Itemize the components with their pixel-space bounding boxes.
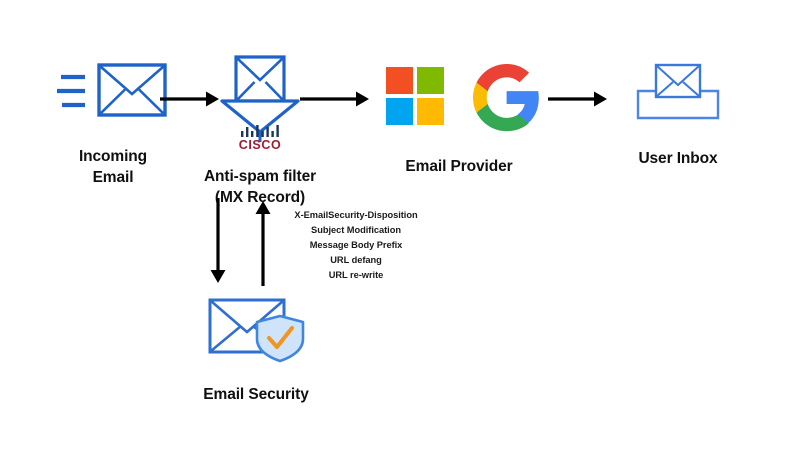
node-antispam-filter: CISCO Anti-spam filter (MX Record): [185, 52, 335, 208]
arrow-provider-to-inbox: [548, 88, 610, 115]
annotation-item: X-EmailSecurity-Disposition: [294, 210, 418, 220]
node-incoming-email: Incoming Email: [28, 58, 198, 188]
node-email-security-label: Email Security: [203, 386, 309, 403]
arrow-filter-to-security: [207, 198, 229, 291]
arrow-filter-to-provider: [300, 88, 372, 115]
inbox-tray-envelope-icon: [630, 58, 726, 129]
arrow-incoming-to-filter: [160, 88, 222, 115]
email-provider-logos: [378, 58, 540, 141]
node-email-security: Email Security: [182, 292, 330, 406]
node-incoming-email-label: Incoming Email: [78, 148, 148, 186]
annotation-item: Subject Modification: [311, 225, 401, 236]
annotation-actions-list: X-EmailSecurity-Disposition Subject Modi…: [285, 208, 427, 283]
shield-shape: [255, 314, 305, 363]
check-icon: [267, 326, 294, 349]
annotation-item: URL defang: [330, 255, 382, 266]
node-email-provider-label: Email Provider: [405, 158, 513, 175]
annotation-item: URL re-write: [328, 270, 384, 281]
google-logo-icon: [473, 64, 539, 132]
arrow-security-to-filter: [252, 198, 274, 291]
node-email-provider: Email Provider: [378, 58, 540, 178]
incoming-envelope-icon: [57, 58, 169, 135]
microsoft-logo-icon: [386, 67, 444, 125]
cisco-bars: [241, 125, 279, 137]
envelope-funnel-icon: CISCO: [208, 52, 312, 157]
node-user-inbox: User Inbox: [610, 58, 746, 170]
envelope-shield-check-icon: [202, 292, 310, 369]
cisco-wordmark: CISCO: [239, 138, 282, 152]
node-user-inbox-label: User Inbox: [638, 150, 718, 167]
node-antispam-filter-label: Anti-spam filter (MX Record): [203, 168, 317, 206]
annotation-item: Message Body Prefix: [309, 240, 403, 251]
